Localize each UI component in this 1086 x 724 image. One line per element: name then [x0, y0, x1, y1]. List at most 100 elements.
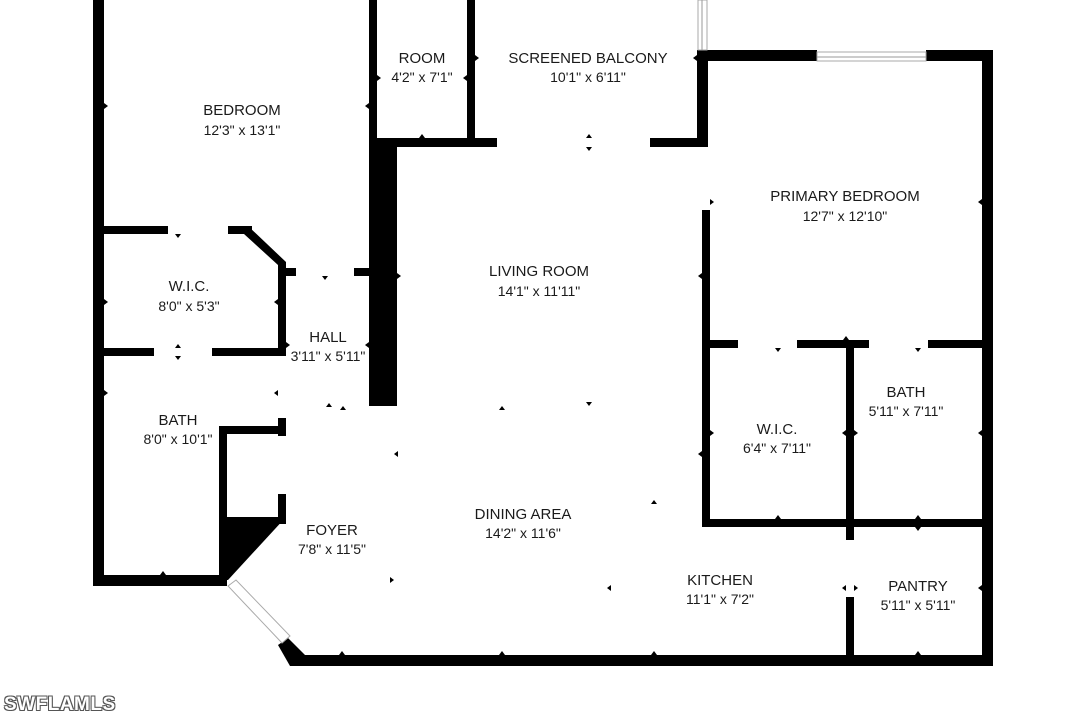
marker [854, 430, 858, 436]
room-dimensions: 5'11" x 7'11" [869, 403, 944, 419]
marker [377, 75, 381, 81]
room-dining-area: DINING AREA 14'2" x 11'6" [475, 506, 572, 541]
wall [212, 348, 286, 356]
wall [219, 517, 286, 580]
marker [978, 430, 982, 436]
room-bedroom: BEDROOM 12'3" x 13'1" [203, 102, 281, 138]
wall [797, 340, 869, 348]
entry-door [227, 579, 291, 644]
wall [104, 226, 168, 234]
marker [390, 577, 394, 583]
room-dimensions: 8'0" x 10'1" [144, 431, 213, 447]
room-dimensions: 8'0" x 5'3" [158, 298, 219, 314]
marker [775, 348, 781, 352]
wall [982, 50, 993, 666]
marker [499, 651, 505, 655]
marker [274, 299, 278, 305]
wall [278, 418, 286, 436]
room-wic-right: W.I.C. 6'4" x 7'11" [743, 421, 811, 456]
room-name: BEDROOM [203, 102, 281, 119]
room-name: PRIMARY BEDROOM [770, 188, 919, 205]
marker [693, 55, 697, 61]
wall [104, 348, 154, 356]
wall [219, 426, 286, 434]
wall [296, 655, 993, 666]
wall [244, 226, 286, 272]
room-living-room: LIVING ROOM 14'1" x 11'11" [489, 263, 589, 299]
marker [775, 515, 781, 519]
room-name: HALL [309, 329, 347, 346]
marker [710, 430, 714, 436]
room-name: FOYER [306, 522, 358, 539]
wall [846, 597, 854, 663]
marker [322, 276, 328, 280]
room-name: W.I.C. [757, 421, 798, 438]
wall [354, 268, 374, 276]
wall [278, 494, 286, 524]
wall [702, 519, 992, 527]
marker [651, 500, 657, 504]
room-name: W.I.C. [169, 278, 210, 295]
wall [369, 138, 497, 147]
room-pantry: PANTRY 5'11" x 5'11" [881, 578, 956, 613]
marker [698, 273, 702, 279]
marker [915, 348, 921, 352]
wall [228, 226, 252, 234]
room-bath-right: BATH 5'11" x 7'11" [869, 384, 944, 419]
wall [846, 340, 854, 540]
marker [419, 134, 425, 138]
room-screened-balcony: SCREENED BALCONY 10'1" x 6'11" [508, 50, 667, 85]
room-name: SCREENED BALCONY [508, 50, 667, 67]
room-dimensions: 5'11" x 5'11" [881, 597, 956, 613]
wall [369, 0, 377, 146]
watermark: SWFLAMLS [4, 694, 116, 715]
room-name: LIVING ROOM [489, 263, 589, 280]
room-hall: HALL 3'11" x 5'11" [291, 329, 366, 364]
room-name: BATH [159, 412, 198, 429]
windows [227, 0, 927, 644]
room-dimensions: 7'8" x 11'5" [298, 541, 366, 557]
door-markers [104, 55, 982, 655]
room-name: PANTRY [888, 578, 947, 595]
marker [104, 390, 108, 396]
room-dimensions: 3'11" x 5'11" [291, 348, 366, 364]
room-wic-left: W.I.C. 8'0" x 5'3" [158, 278, 219, 314]
wall [697, 50, 817, 61]
marker [586, 147, 592, 151]
wall [93, 0, 104, 586]
wall [650, 138, 708, 147]
room-dimensions: 12'3" x 13'1" [204, 122, 281, 138]
room-dimensions: 10'1" x 6'11" [550, 69, 626, 85]
wall [219, 426, 227, 586]
room-name: BATH [887, 384, 926, 401]
room-name: KITCHEN [687, 572, 753, 589]
room-primary-bedroom: PRIMARY BEDROOM 12'7" x 12'10" [770, 188, 919, 224]
marker [286, 342, 290, 348]
room-kitchen: KITCHEN 11'1" x 7'2" [686, 572, 754, 607]
marker [698, 451, 702, 457]
marker [651, 651, 657, 655]
marker [915, 515, 921, 519]
room-name: DINING AREA [475, 506, 572, 523]
marker [340, 406, 346, 410]
marker [978, 199, 982, 205]
room-dimensions: 12'7" x 12'10" [803, 208, 888, 224]
marker [104, 103, 108, 109]
marker [274, 390, 278, 396]
wall [928, 340, 988, 348]
wall [926, 50, 993, 61]
room-name: ROOM [399, 50, 446, 67]
wall [93, 575, 223, 586]
marker [843, 336, 849, 340]
wall [278, 262, 286, 356]
wall [278, 268, 296, 276]
marker [175, 356, 181, 360]
marker [499, 406, 505, 410]
wall [702, 210, 710, 526]
marker [586, 134, 592, 138]
wall [702, 340, 738, 348]
marker [326, 403, 332, 407]
marker [397, 273, 401, 279]
marker [710, 199, 714, 205]
